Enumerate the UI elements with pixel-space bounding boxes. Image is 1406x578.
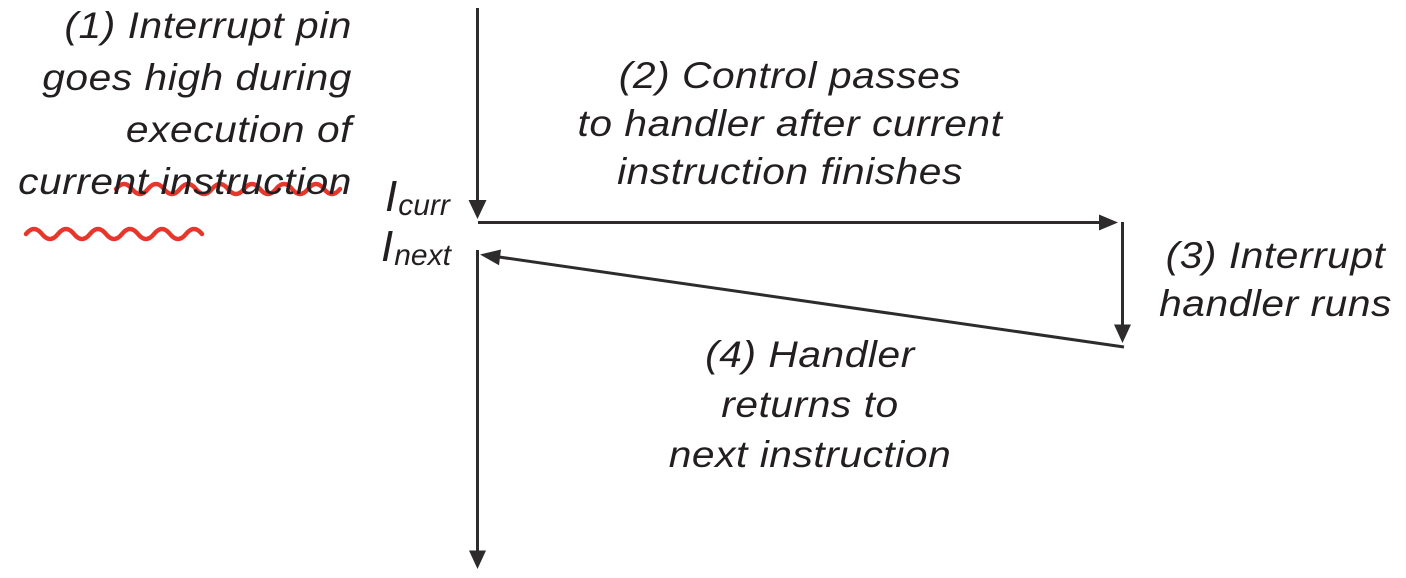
label-step1-line3: execution of [125,109,352,150]
label-step2-line2: to handler after current [577,103,1003,144]
arrowhead-down-into-icurr-icon [468,200,487,219]
red-squiggle-underline-interrupt-pin [113,181,343,197]
label-step4-line2: returns to [721,384,899,425]
inext-subscript: next [394,239,451,272]
icurr-subscript: curr [398,189,450,222]
label-step3-handler-runs: (3) Interrupt handler runs [1132,232,1406,328]
label-step1-line1: (1) Interrupt pin [64,5,352,46]
label-step4-handler-returns: (4) Handler returns to next instruction [588,330,1032,480]
label-step4-line3: next instruction [668,434,952,475]
label-step3-line1: (3) Interrupt [1165,235,1386,276]
arrowhead-continue-down-icon [469,550,486,569]
label-step2-control-passes: (2) Control passes to handler after curr… [532,52,1049,196]
icurr-symbol: I [385,172,398,221]
arrowhead-left-into-inext-icon [480,249,501,266]
label-step3-line2: handler runs [1159,283,1392,324]
arrowhead-right-to-handler-icon [1099,214,1118,231]
label-step2-line3: instruction finishes [617,151,963,192]
red-squiggle-underline-goes-high [23,226,205,242]
label-step1-line2: goes high during [42,57,352,98]
label-step4-line1: (4) Handler [705,334,915,375]
arrowhead-down-handler-end-icon [1114,324,1131,343]
label-step1-line4: current instruction [18,161,352,202]
label-instruction-next: Inext [381,222,451,272]
label-step1-interrupt-pin: (1) Interrupt pin goes high during execu… [0,0,352,208]
handler-return-line [498,255,1125,349]
label-instruction-current: Icurr [385,172,450,222]
label-step2-line1: (2) Control passes [618,55,962,96]
inext-symbol: I [381,222,394,271]
